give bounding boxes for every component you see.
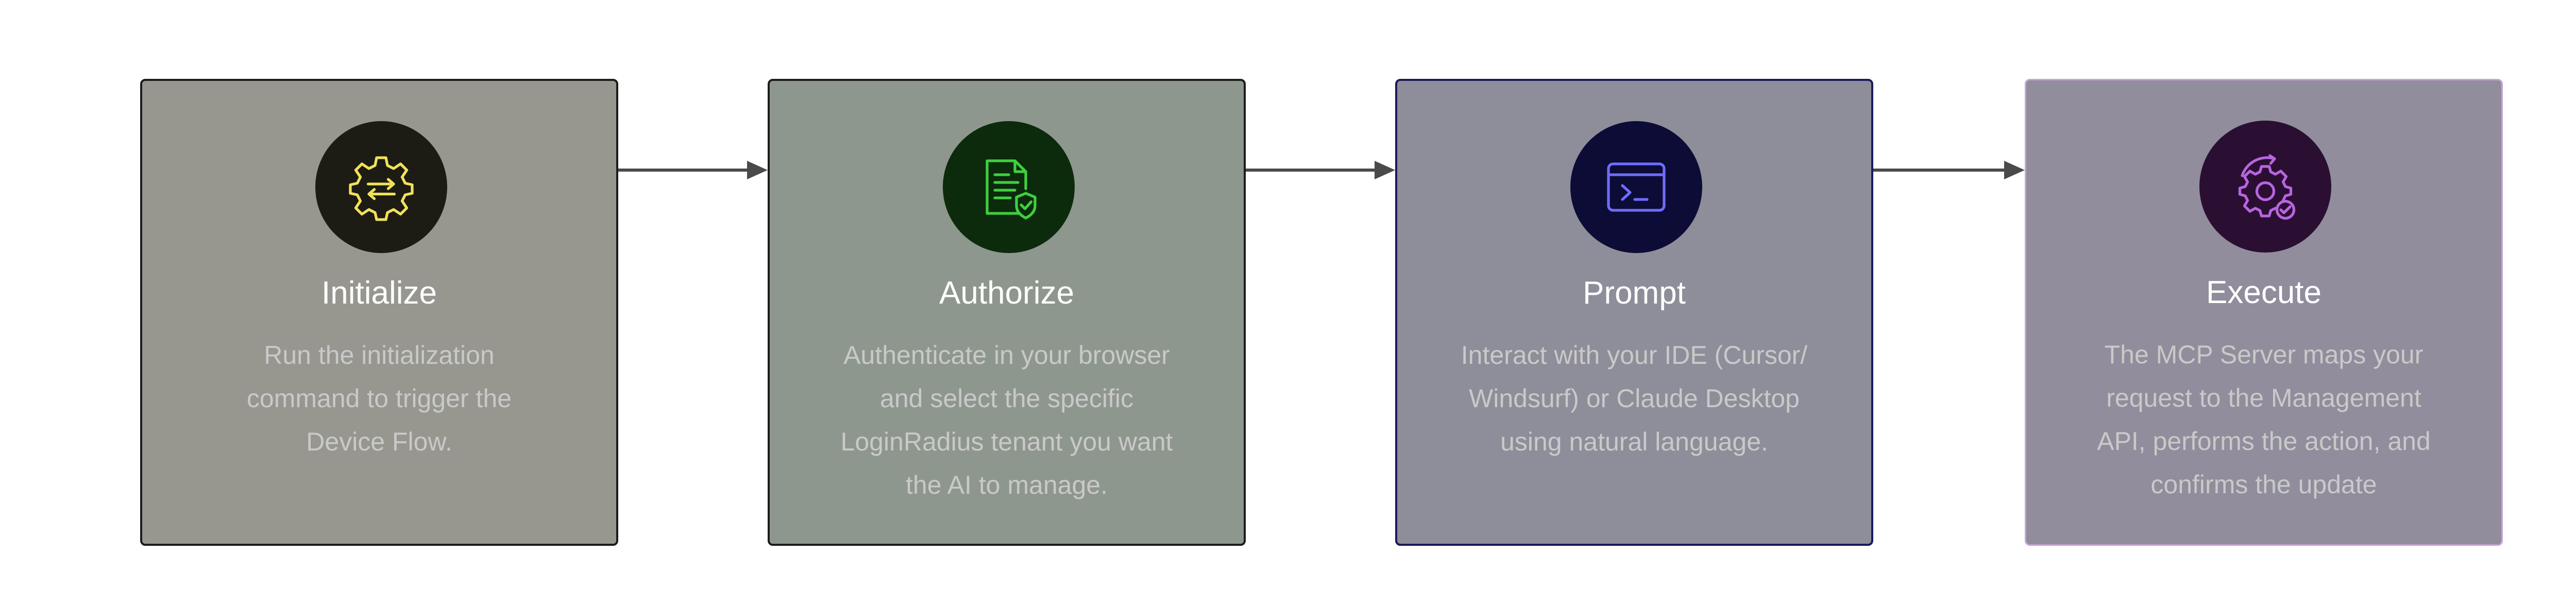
description-line: using natural language. (1500, 427, 1768, 456)
description-line: The MCP Server maps your (2104, 340, 2424, 369)
terminal-icon (1570, 121, 1702, 253)
description-line: Authenticate in your browser (843, 341, 1170, 370)
description-line: Windsurf) or Claude Desktop (1469, 384, 1800, 413)
step-description: Run the initialization command to trigge… (173, 333, 585, 463)
description-line: Device Flow. (306, 427, 452, 456)
description-line: Interact with your IDE (Cursor/ (1461, 341, 1808, 370)
step-title: Execute (2206, 275, 2322, 310)
step-card-execute: Execute The MCP Server maps your request… (2025, 79, 2503, 546)
step-description: Interact with your IDE (Cursor/ Windsurf… (1428, 333, 1840, 463)
description-line: and select the specific (880, 384, 1133, 413)
step-title: Prompt (1583, 275, 1686, 311)
step-description: Authenticate in your browser and select … (801, 333, 1213, 507)
gear-check-icon (2199, 121, 2331, 253)
description-line: the AI to manage. (906, 471, 1108, 499)
document-shield-icon (943, 121, 1075, 253)
gear-arrows-icon (315, 121, 447, 253)
flow-arrow-2 (1246, 161, 1395, 179)
step-card-authorize: Authorize Authenticate in your browser a… (768, 79, 1246, 546)
step-title: Initialize (321, 275, 437, 311)
description-line: confirms the update (2150, 470, 2377, 499)
step-title: Authorize (939, 275, 1074, 311)
step-card-prompt: Prompt Interact with your IDE (Cursor/ W… (1395, 79, 1873, 546)
description-line: API, performs the action, and (2097, 427, 2431, 456)
step-description: The MCP Server maps your request to the … (2057, 333, 2470, 506)
description-line: LoginRadius tenant you want (840, 427, 1173, 456)
description-line: Run the initialization (264, 341, 495, 370)
description-line: request to the Management (2106, 383, 2421, 412)
description-line: command to trigger the (246, 384, 512, 413)
flow-arrow-1 (618, 161, 768, 179)
flow-arrow-3 (1873, 161, 2025, 179)
step-card-initialize: Initialize Run the initialization comman… (140, 79, 618, 546)
